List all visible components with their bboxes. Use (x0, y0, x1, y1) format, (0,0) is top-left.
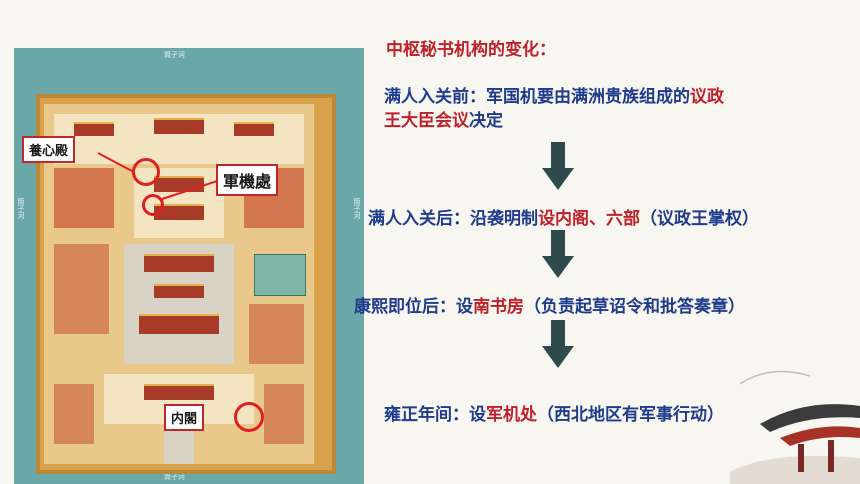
down-arrow-icon (542, 142, 574, 192)
grand-secretariat-label: 内閣 (164, 404, 205, 431)
yangxin-palace-label: 養心殿 (22, 136, 76, 163)
pavilion-decoration-icon (730, 370, 860, 484)
item-yongzheng: 雍正年间：设军机处（西北地区有军事行动） (384, 405, 724, 425)
grand-secretariat-marker (234, 402, 264, 432)
item-pre-conquest: 满人入关前：军国机要由满洲贵族组成的议政 (384, 87, 724, 107)
yangxin-palace-marker (132, 158, 160, 186)
grand-council-label: 軍機處 (216, 164, 279, 196)
down-arrow-icon (542, 230, 574, 280)
grand-council-marker (142, 194, 164, 216)
forbidden-city-map: 筒子河 筒子河 筒子河 筒子河 (14, 48, 364, 484)
palace-grounds (44, 104, 314, 464)
moat-label-top: 筒子河 (164, 51, 185, 59)
down-arrow-icon (542, 320, 574, 370)
moat-label-right: 筒子河 (353, 198, 361, 219)
item-post-conquest: 满人入关后：沿袭明制设内阁、六部（议政王掌权） (368, 209, 759, 229)
moat-label-bottom: 筒子河 (164, 473, 185, 481)
item-kangxi: 康熙即位后：设南书房（负责起草诏令和批答奏章） (354, 297, 745, 317)
item-pre-conquest-line2: 王大臣会议决定 (384, 111, 503, 131)
moat-label-left: 筒子河 (17, 198, 25, 219)
slide-title: 中枢秘书机构的变化： (386, 40, 556, 60)
